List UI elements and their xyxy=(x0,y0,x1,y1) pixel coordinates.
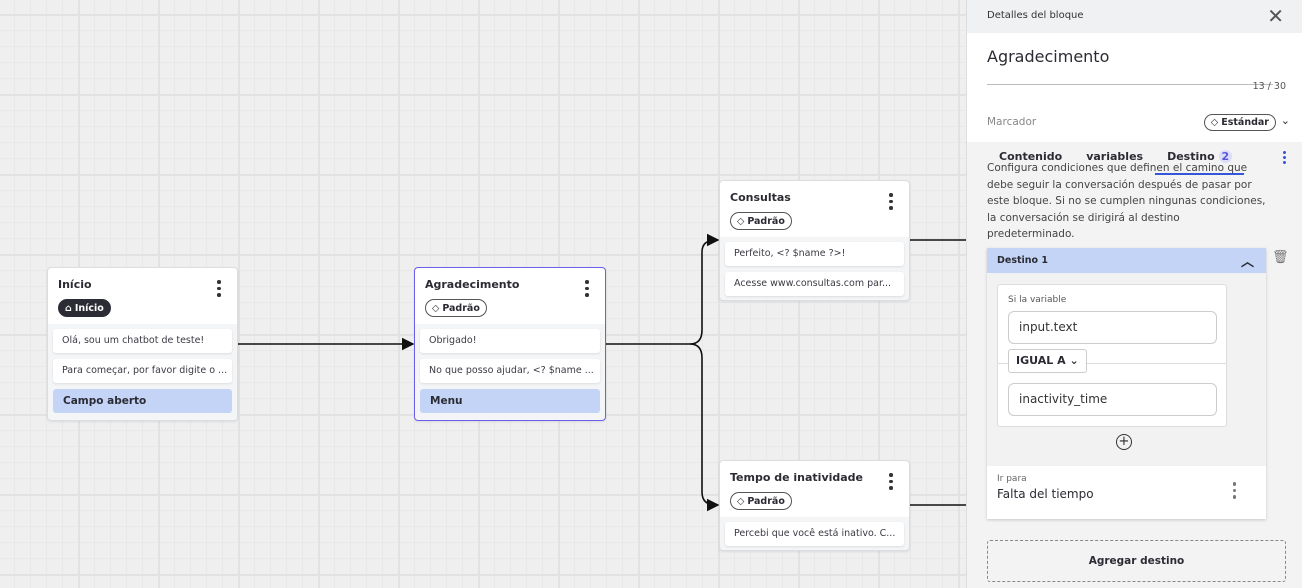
tab-variables[interactable]: variables xyxy=(1074,150,1155,175)
more-icon[interactable] xyxy=(889,193,893,210)
home-icon: ⌂ xyxy=(65,302,72,314)
message-item[interactable]: Olá, sou um chatbot de teste! xyxy=(53,329,232,353)
operator-value: IGUAL A xyxy=(1016,354,1066,367)
close-icon[interactable]: ✕ xyxy=(1267,4,1284,28)
more-icon[interactable] xyxy=(889,473,893,490)
tag-icon: ◇ xyxy=(737,215,745,227)
more-icon[interactable] xyxy=(1232,482,1236,499)
edge-agradecimento-tempo xyxy=(689,343,720,512)
tag-label: Padrão xyxy=(747,495,785,507)
start-tag: ⌂Início xyxy=(58,299,111,317)
goto-section[interactable]: Ir para Falta del tiempo xyxy=(987,466,1266,519)
tag: ◇Padrão xyxy=(425,299,487,317)
tab-contenido[interactable]: Contenido xyxy=(987,150,1074,175)
node-title: Agradecimento xyxy=(425,278,520,291)
chevron-up-icon[interactable]: ︿ xyxy=(1240,255,1254,270)
chevron-down-icon[interactable]: ⌄ xyxy=(1280,114,1290,127)
edges xyxy=(238,233,966,512)
char-count: 13 / 30 xyxy=(1252,81,1286,92)
node-consultas[interactable]: Consultas ◇Padrão Perfeito, <? $name ?>!… xyxy=(719,180,910,301)
more-icon[interactable] xyxy=(217,280,221,297)
marker-select[interactable]: ◇Estándar xyxy=(1203,114,1276,131)
trash-icon[interactable]: 🗑 xyxy=(1272,250,1289,265)
destination-title: Destino 1 xyxy=(997,255,1048,266)
block-name-input[interactable]: Agradecimento xyxy=(987,47,1273,85)
value-input[interactable]: inactivity_time xyxy=(1008,383,1217,416)
block-details-panel: Detalles del bloque ✕ Agradecimento 13 / … xyxy=(966,0,1302,588)
tag-label: Padrão xyxy=(442,302,480,314)
marker-value: Estándar xyxy=(1221,117,1269,128)
goto-label: Ir para xyxy=(997,474,1027,484)
message-item[interactable]: Perfeito, <? $name ?>! xyxy=(725,242,904,266)
chevron-down-icon: ⌄ xyxy=(1069,354,1079,367)
operator-select[interactable]: IGUAL A ⌄ xyxy=(1008,349,1087,373)
tag-icon: ◇ xyxy=(432,302,440,314)
node-inicio[interactable]: Início ⌂Início Olá, sou um chatbot de te… xyxy=(47,267,238,421)
message-item[interactable]: Para começar, por favor digite o ... xyxy=(53,359,232,383)
tag-icon: ◇ xyxy=(1210,117,1219,128)
variable-input[interactable]: input.text xyxy=(1008,311,1217,344)
destination-header[interactable]: Destino 1 ︿ xyxy=(987,248,1266,273)
flow-canvas[interactable]: Início ⌂Início Olá, sou um chatbot de te… xyxy=(0,0,966,588)
tab-label: Destino xyxy=(1167,150,1215,163)
tab-label: Contenido xyxy=(999,150,1063,163)
destination-card: Destino 1 ︿ Si la variable input.text IGU… xyxy=(987,248,1266,519)
node-title: Consultas xyxy=(730,191,791,204)
tab-label: variables xyxy=(1086,150,1144,163)
message-item[interactable]: No que posso ajudar, <? $name ... xyxy=(420,359,600,383)
tag: ◇Padrão xyxy=(730,492,792,510)
tab-destino[interactable]: Destino 2 xyxy=(1155,150,1245,175)
node-title: Início xyxy=(58,278,92,291)
divider xyxy=(998,363,1226,364)
goto-value: Falta del tiempo xyxy=(997,487,1094,501)
edge-agradecimento-consultas xyxy=(606,233,720,345)
tag-label: Padrão xyxy=(747,215,785,227)
node-agradecimento[interactable]: Agradecimento ◇Padrão Obrigado! No que po… xyxy=(414,267,606,421)
more-icon[interactable] xyxy=(585,280,589,297)
node-title: Tempo de inatividade xyxy=(730,471,864,484)
count-badge: 2 xyxy=(1218,150,1233,163)
choice-item[interactable]: Menu xyxy=(420,389,600,413)
tag-icon: ◇ xyxy=(737,495,745,507)
panel-title: Detalles del bloque xyxy=(987,10,1084,21)
description: Configura condiciones que definen el cam… xyxy=(987,162,1266,240)
condition-box: Si la variable input.text IGUAL A ⌄ inac… xyxy=(997,284,1227,427)
tag: ◇Padrão xyxy=(730,212,792,230)
more-icon[interactable] xyxy=(1283,151,1287,164)
message-item[interactable]: Acesse www.consultas.com par... xyxy=(725,272,904,296)
marker-label: Marcador xyxy=(987,116,1037,128)
message-item[interactable]: Obrigado! xyxy=(420,329,600,353)
add-destination-button[interactable]: Agregar destino xyxy=(987,540,1286,582)
node-tempo-de-inatividade[interactable]: Tempo de inatividade ◇Padrão Percebi que… xyxy=(719,460,910,551)
condition-label: Si la variable xyxy=(1008,295,1067,305)
message-item[interactable]: Percebi que você está inativo. C... xyxy=(725,522,904,546)
choice-item[interactable]: Campo aberto xyxy=(53,389,232,413)
add-condition-icon[interactable]: + xyxy=(1116,434,1132,450)
tag-label: Início xyxy=(74,302,104,314)
